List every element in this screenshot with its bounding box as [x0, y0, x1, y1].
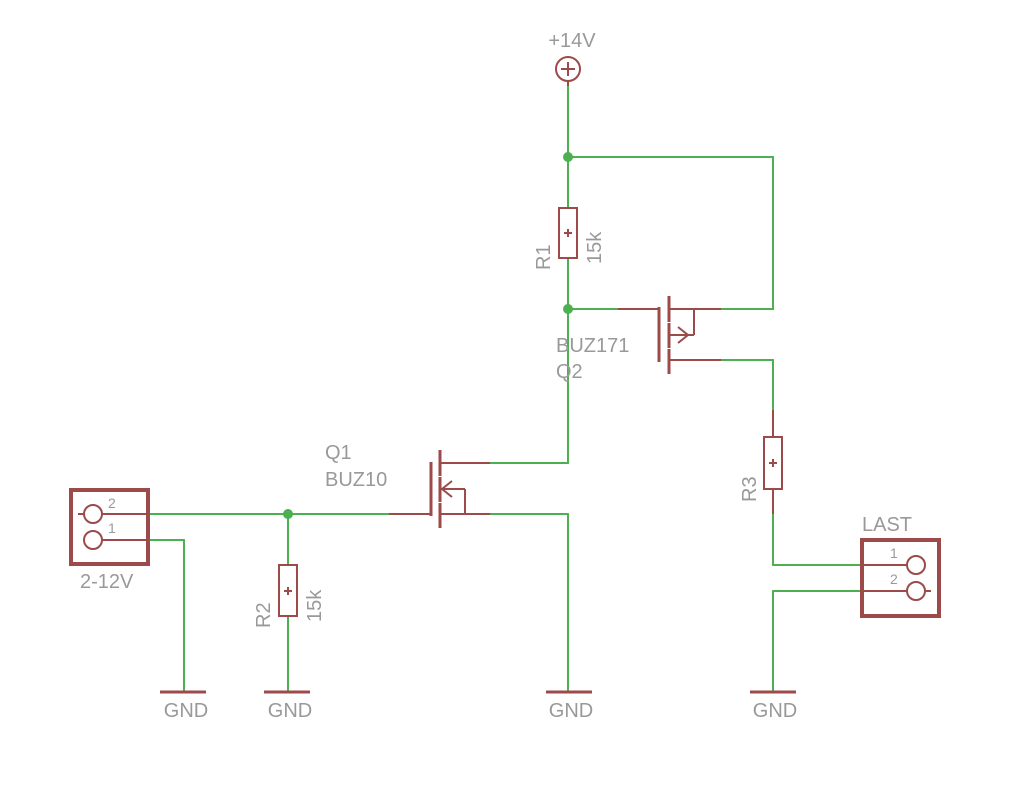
- pin-icon: [906, 555, 926, 575]
- junction-dot: [563, 304, 573, 314]
- supply-symbol[interactable]: +14V: [548, 30, 596, 86]
- mosfet-q2-part: BUZ171: [556, 335, 629, 357]
- ground-symbol[interactable]: GND: [160, 690, 208, 722]
- input-pin-bottom: 1: [108, 520, 116, 536]
- arrow-icon: [677, 326, 690, 344]
- input-connector-label: 2-12V: [80, 571, 134, 593]
- resistor-r2-value: 15k: [304, 589, 326, 622]
- resistor-r3[interactable]: R3: [739, 410, 783, 514]
- resistor-r2[interactable]: R2 15k: [253, 564, 326, 628]
- pin-icon: [83, 504, 103, 524]
- mosfet-q1[interactable]: Q1 BUZ10: [325, 442, 490, 528]
- resistor-r2-name: R2: [253, 602, 275, 628]
- mosfet-q1-part: BUZ10: [325, 469, 387, 491]
- ground-label: GND: [549, 700, 593, 722]
- junction-dot: [283, 509, 293, 519]
- ground-label: GND: [268, 700, 312, 722]
- ground-symbol[interactable]: GND: [546, 690, 593, 722]
- input-pin-top: 2: [108, 495, 116, 511]
- load-pin-bottom: 2: [890, 571, 898, 587]
- mosfet-q2-name: Q2: [556, 361, 583, 383]
- resistor-r1-value: 15k: [584, 231, 606, 264]
- supply-label: +14V: [548, 30, 596, 52]
- pin-icon: [83, 530, 103, 550]
- input-connector[interactable]: 2 1 2-12V: [69, 488, 150, 593]
- wires: [147, 81, 863, 693]
- mosfet-q1-name: Q1: [325, 442, 352, 464]
- resistor-r1-name: R1: [533, 244, 555, 270]
- ground-symbol[interactable]: GND: [750, 690, 797, 722]
- ground-label: GND: [164, 700, 208, 722]
- resistor-r1[interactable]: R1 15k: [533, 207, 606, 270]
- load-pin-top: 1: [890, 545, 898, 561]
- resistor-r3-name: R3: [739, 476, 761, 502]
- mosfet-q2[interactable]: BUZ171 Q2: [556, 296, 721, 383]
- pin-icon: [906, 581, 926, 601]
- load-connector[interactable]: 1 2 LAST: [860, 514, 941, 618]
- ground-label: GND: [753, 700, 797, 722]
- arrow-icon: [440, 480, 453, 498]
- load-connector-label: LAST: [862, 514, 912, 536]
- ground-symbol[interactable]: GND: [264, 690, 312, 722]
- junction-dot: [563, 152, 573, 162]
